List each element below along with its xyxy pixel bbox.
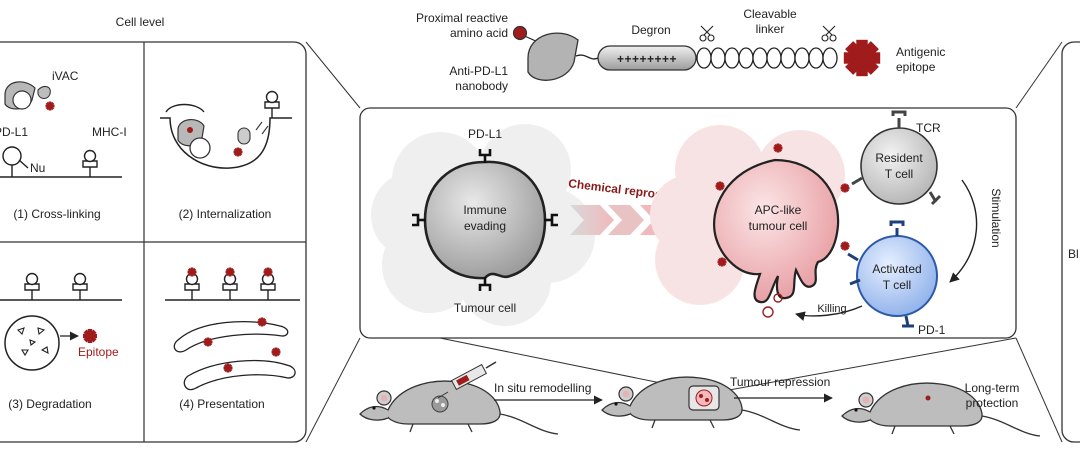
antigen-label-line2: epitope bbox=[896, 60, 936, 74]
apc-like-tumour-cell: APC-like tumour cell bbox=[650, 125, 850, 318]
antigenic-epitope-icon bbox=[843, 39, 881, 77]
epitope-icon bbox=[233, 147, 243, 157]
in-situ-remodelling-label: In situ remodelling bbox=[494, 381, 591, 395]
outcome-label-line1: Long-term bbox=[965, 381, 1020, 395]
panel-internalization: (2) Internalization bbox=[160, 90, 292, 221]
caption-degradation: (3) Degradation bbox=[8, 397, 91, 411]
epitope-icon bbox=[45, 101, 55, 111]
activated-label-line2: T cell bbox=[883, 278, 911, 292]
epitope-icon bbox=[840, 241, 850, 251]
proximal-label-line2: amino acid bbox=[450, 26, 508, 40]
epitope-icon bbox=[773, 143, 783, 153]
antigen-label-line1: Antigenic bbox=[896, 45, 945, 59]
pd1-label: PD-1 bbox=[918, 323, 946, 337]
linker-label-line1: Cleavable bbox=[743, 7, 797, 21]
scissors-icon bbox=[699, 25, 715, 42]
right-partial-panel: Bl bbox=[1015, 41, 1080, 443]
tcr-icon bbox=[891, 110, 907, 128]
nanobody-label-line1: Anti-PD-L1 bbox=[449, 64, 508, 78]
panel-cross-linking: iVAC PD-L1 Nu MHC-I (1) Cross-linking bbox=[0, 69, 127, 221]
stimulation-arrow bbox=[949, 179, 978, 283]
caption-cross-linking: (1) Cross-linking bbox=[13, 207, 100, 221]
mouse-3 bbox=[841, 382, 1041, 437]
resident-label-line2: T cell bbox=[885, 167, 913, 181]
reactive-amino-acid-icon bbox=[512, 25, 528, 41]
nanobody-label-line2: nanobody bbox=[455, 79, 508, 93]
killing-label: Killing bbox=[817, 303, 846, 315]
apc-label-line2: tumour cell bbox=[749, 219, 808, 233]
tumour-cell-label: Tumour cell bbox=[454, 301, 516, 315]
epitope-icon bbox=[263, 267, 273, 277]
degron-label: Degron bbox=[631, 23, 670, 37]
epitope-icon bbox=[271, 347, 281, 357]
epitope-icon bbox=[223, 363, 233, 373]
cell-level-panel: Cell level iVAC PD-L1 Nu MHC-I (1) Cross… bbox=[0, 15, 307, 443]
proximal-label-line1: Proximal reactive bbox=[416, 11, 508, 25]
nanobody-icon bbox=[527, 32, 579, 81]
cell-level-title: Cell level bbox=[116, 15, 165, 29]
epitope-icon bbox=[717, 257, 727, 267]
right-panel-partial-label: Bl bbox=[1068, 247, 1079, 261]
epitope-icon bbox=[257, 317, 267, 327]
tumour-state-line1: Immune bbox=[463, 203, 507, 217]
epitope-icon bbox=[203, 337, 213, 347]
caption-presentation: (4) Presentation bbox=[179, 397, 264, 411]
tumour-cell: PD-L1 Immune evading Tumour cell bbox=[410, 127, 560, 315]
mouse-2 bbox=[601, 376, 801, 431]
activated-t-cell: Activated T cell PD-1 bbox=[847, 220, 946, 337]
degron-icon bbox=[597, 45, 697, 71]
activated-label-line1: Activated bbox=[872, 262, 921, 276]
epitope-icon bbox=[83, 329, 97, 343]
outcome-label-line2: protection bbox=[966, 396, 1019, 410]
resident-label-line1: Resident bbox=[875, 151, 923, 165]
epitope-icon bbox=[187, 267, 197, 277]
mouse-row: In situ remodelling Tumour repression Lo… bbox=[359, 361, 1041, 437]
panel-degradation: Epitope (3) Degradation bbox=[0, 272, 122, 411]
ivac-construct: Proximal reactive amino acid Anti-PD-L1 … bbox=[416, 7, 945, 93]
reprogramming-panel: PD-L1 Immune evading Tumour cell Chemica… bbox=[359, 107, 1017, 339]
epitope-icon bbox=[225, 267, 235, 277]
resident-t-cell: TCR Resident T cell bbox=[851, 110, 942, 206]
mhc-label: MHC-I bbox=[92, 125, 127, 139]
nu-label: Nu bbox=[30, 161, 45, 175]
scissors-icon bbox=[821, 25, 837, 42]
caption-internalization: (2) Internalization bbox=[179, 207, 272, 221]
pdl1-top-label: PD-L1 bbox=[468, 127, 502, 141]
tumour-state-line2: evading bbox=[464, 219, 506, 233]
stimulation-label: Stimulation bbox=[989, 188, 1003, 247]
pdl1-label: PD-L1 bbox=[0, 125, 28, 139]
epitope-icon bbox=[715, 181, 725, 191]
linker-label-line2: linker bbox=[756, 22, 785, 36]
epitope-icon bbox=[840, 183, 850, 193]
mouse-1 bbox=[359, 380, 559, 435]
degron-charges: ++++++++ bbox=[617, 52, 677, 66]
ivac-label: iVAC bbox=[52, 69, 79, 83]
panel-presentation: (4) Presentation bbox=[165, 267, 300, 411]
syringe-icon bbox=[437, 361, 497, 399]
tumour-repression-label: Tumour repression bbox=[730, 375, 830, 389]
killing-arrow bbox=[795, 305, 863, 321]
epitope-label: Epitope bbox=[78, 345, 119, 359]
tcr-label: TCR bbox=[916, 121, 941, 135]
apc-label-line1: APC-like bbox=[755, 203, 802, 217]
